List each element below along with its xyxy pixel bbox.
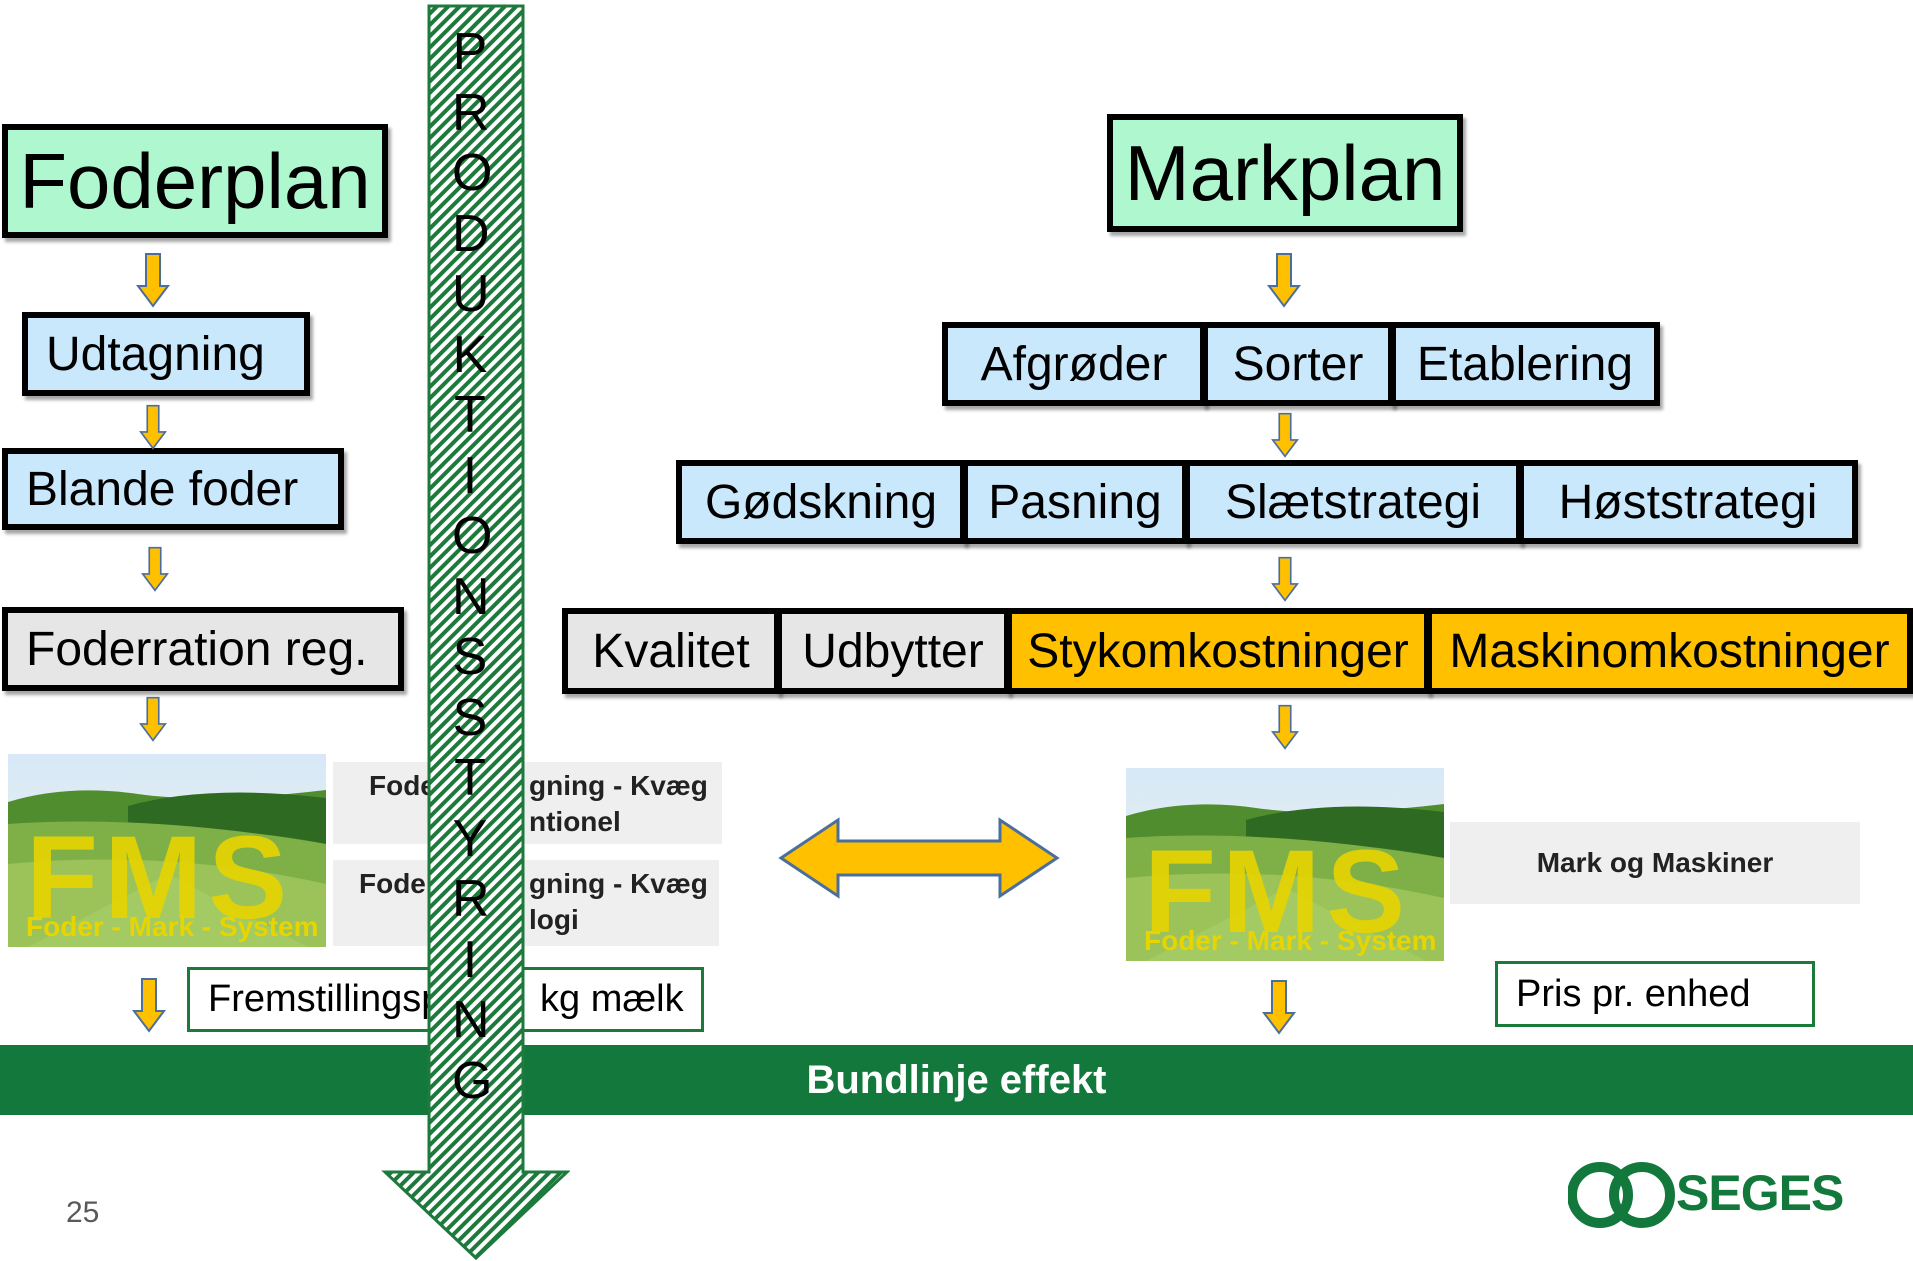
- vertical-letter: Y: [452, 809, 488, 868]
- landscape-picture: [8, 754, 326, 947]
- vertical-letter: O: [452, 507, 493, 565]
- markplan-title: Markplan: [1124, 128, 1446, 217]
- down-arrow-icon: [141, 546, 169, 592]
- cell-label: Sorter: [1232, 337, 1364, 391]
- vertical-letter: U: [452, 265, 490, 323]
- label-part: Fode: [369, 770, 436, 801]
- fms-subtitle: Foder - Mark - System: [26, 911, 319, 942]
- bundlinje-bar: Bundlinje effekt: [0, 1045, 1913, 1115]
- cell-slaetstrategi: Slætstrategi: [1184, 460, 1522, 544]
- vertical-letter: G: [452, 1051, 493, 1110]
- cell-godskning: Gødskning: [676, 460, 966, 544]
- cell-stykomkostninger: Stykomkostninger: [1006, 608, 1430, 694]
- vertical-letter: K: [452, 325, 488, 384]
- bundlinje-text: Bundlinje effekt: [806, 1057, 1107, 1102]
- double-arrow-icon: [778, 817, 1060, 899]
- label-part: Foder: [359, 868, 437, 899]
- vertical-letter: P: [452, 23, 488, 81]
- cell-label: Afgrøder: [980, 337, 1168, 391]
- down-arrow-icon: [1267, 253, 1301, 308]
- fms-logo-image-left: FMS Foder - Mark - System: [8, 754, 326, 947]
- vertical-letter: I: [462, 930, 478, 989]
- label-part: gning - Kvæg: [529, 868, 708, 899]
- step-label: Blande foder: [26, 462, 299, 516]
- cell-label: Etablering: [1416, 337, 1634, 391]
- seges-logo: SEGES: [1568, 1160, 1844, 1230]
- vertical-letter: R: [452, 870, 490, 928]
- down-arrow-icon: [1271, 556, 1299, 602]
- vertical-letter: T: [454, 749, 486, 807]
- down-arrow-icon: [139, 404, 167, 450]
- step-blande-foder: Blande foder: [2, 448, 344, 530]
- cell-label: Høststrategi: [1558, 475, 1818, 529]
- cell-label: Udbytter: [802, 624, 984, 678]
- foderplan-box: Foderplan: [2, 124, 388, 238]
- fms-label-mark-og-maskiner: Mark og Maskiner: [1450, 822, 1860, 904]
- step-foderration: Foderration reg.: [2, 607, 404, 691]
- label-text: Mark og Maskiner: [1536, 847, 1774, 878]
- down-arrow-icon: [139, 696, 167, 742]
- fms-label-okologi: Foder gning - Kvæg logi: [333, 860, 719, 946]
- label-part: ntionel: [529, 806, 621, 837]
- vertical-letter: S: [452, 688, 488, 747]
- label-part: logi: [529, 904, 579, 935]
- fms-letters: FMS: [26, 812, 294, 944]
- cell-label: Maskinomkostninger: [1449, 624, 1890, 678]
- produktionsstyring-arrow: [381, 4, 570, 1261]
- vertical-letter: N: [452, 567, 490, 626]
- down-arrow-icon: [136, 253, 170, 308]
- down-arrow-icon: [1262, 980, 1296, 1035]
- cell-hoststrategi: Høststrategi: [1518, 460, 1858, 544]
- vertical-letter: S: [452, 628, 488, 686]
- cell-pasning: Pasning: [962, 460, 1188, 544]
- vertical-letter: R: [452, 83, 490, 142]
- fms-logo-image-right: FMS Foder - Mark - System: [1126, 768, 1444, 961]
- output-pris-pr-enhed: Pris pr. enhed: [1495, 961, 1815, 1027]
- fms-letters: FMS: [1144, 826, 1412, 958]
- step-label: Udtagning: [46, 327, 265, 381]
- step-udtagning: Udtagning: [22, 312, 310, 396]
- output-text-left: Fremstillingsp: [208, 978, 443, 1020]
- cell-udbytter: Udbytter: [776, 608, 1010, 694]
- cell-label: Pasning: [988, 475, 1162, 529]
- down-arrow-icon: [1271, 704, 1299, 750]
- markplan-box: Markplan: [1107, 114, 1463, 232]
- vertical-letter: I: [462, 446, 478, 505]
- cell-label: Gødskning: [704, 475, 938, 529]
- page-number: 25: [66, 1196, 100, 1229]
- seges-text: SEGES: [1676, 1165, 1844, 1221]
- cell-etablering: Etablering: [1390, 322, 1660, 406]
- landscape-picture: [1126, 768, 1444, 961]
- fms-subtitle: Foder - Mark - System: [1144, 925, 1437, 956]
- cell-afgroder: Afgrøder: [942, 322, 1206, 406]
- vertical-letter: O: [452, 144, 493, 202]
- output-text: Pris pr. enhed: [1516, 972, 1751, 1015]
- output-text-right: kg mælk: [540, 978, 684, 1020]
- seges-rings-icon: [1568, 1162, 1675, 1228]
- fms-label-konventionel: Fode gning - Kvæg ntionel: [333, 762, 722, 844]
- vertical-letter: N: [452, 991, 490, 1049]
- step-label: Foderration reg.: [26, 622, 368, 676]
- label-part: gning - Kvæg: [529, 770, 708, 801]
- vertical-letter: T: [454, 386, 486, 444]
- cell-label: Kvalitet: [592, 624, 750, 678]
- cell-sorter: Sorter: [1202, 322, 1394, 406]
- down-arrow-icon: [1271, 412, 1299, 458]
- cell-kvalitet: Kvalitet: [562, 608, 780, 694]
- vertical-letter: D: [452, 204, 490, 263]
- cell-maskinomkostninger: Maskinomkostninger: [1426, 608, 1913, 694]
- cell-label: Stykomkostninger: [1027, 624, 1409, 678]
- down-arrow-icon: [132, 978, 166, 1033]
- foderplan-title: Foderplan: [19, 136, 371, 225]
- cell-label: Slætstrategi: [1224, 475, 1482, 529]
